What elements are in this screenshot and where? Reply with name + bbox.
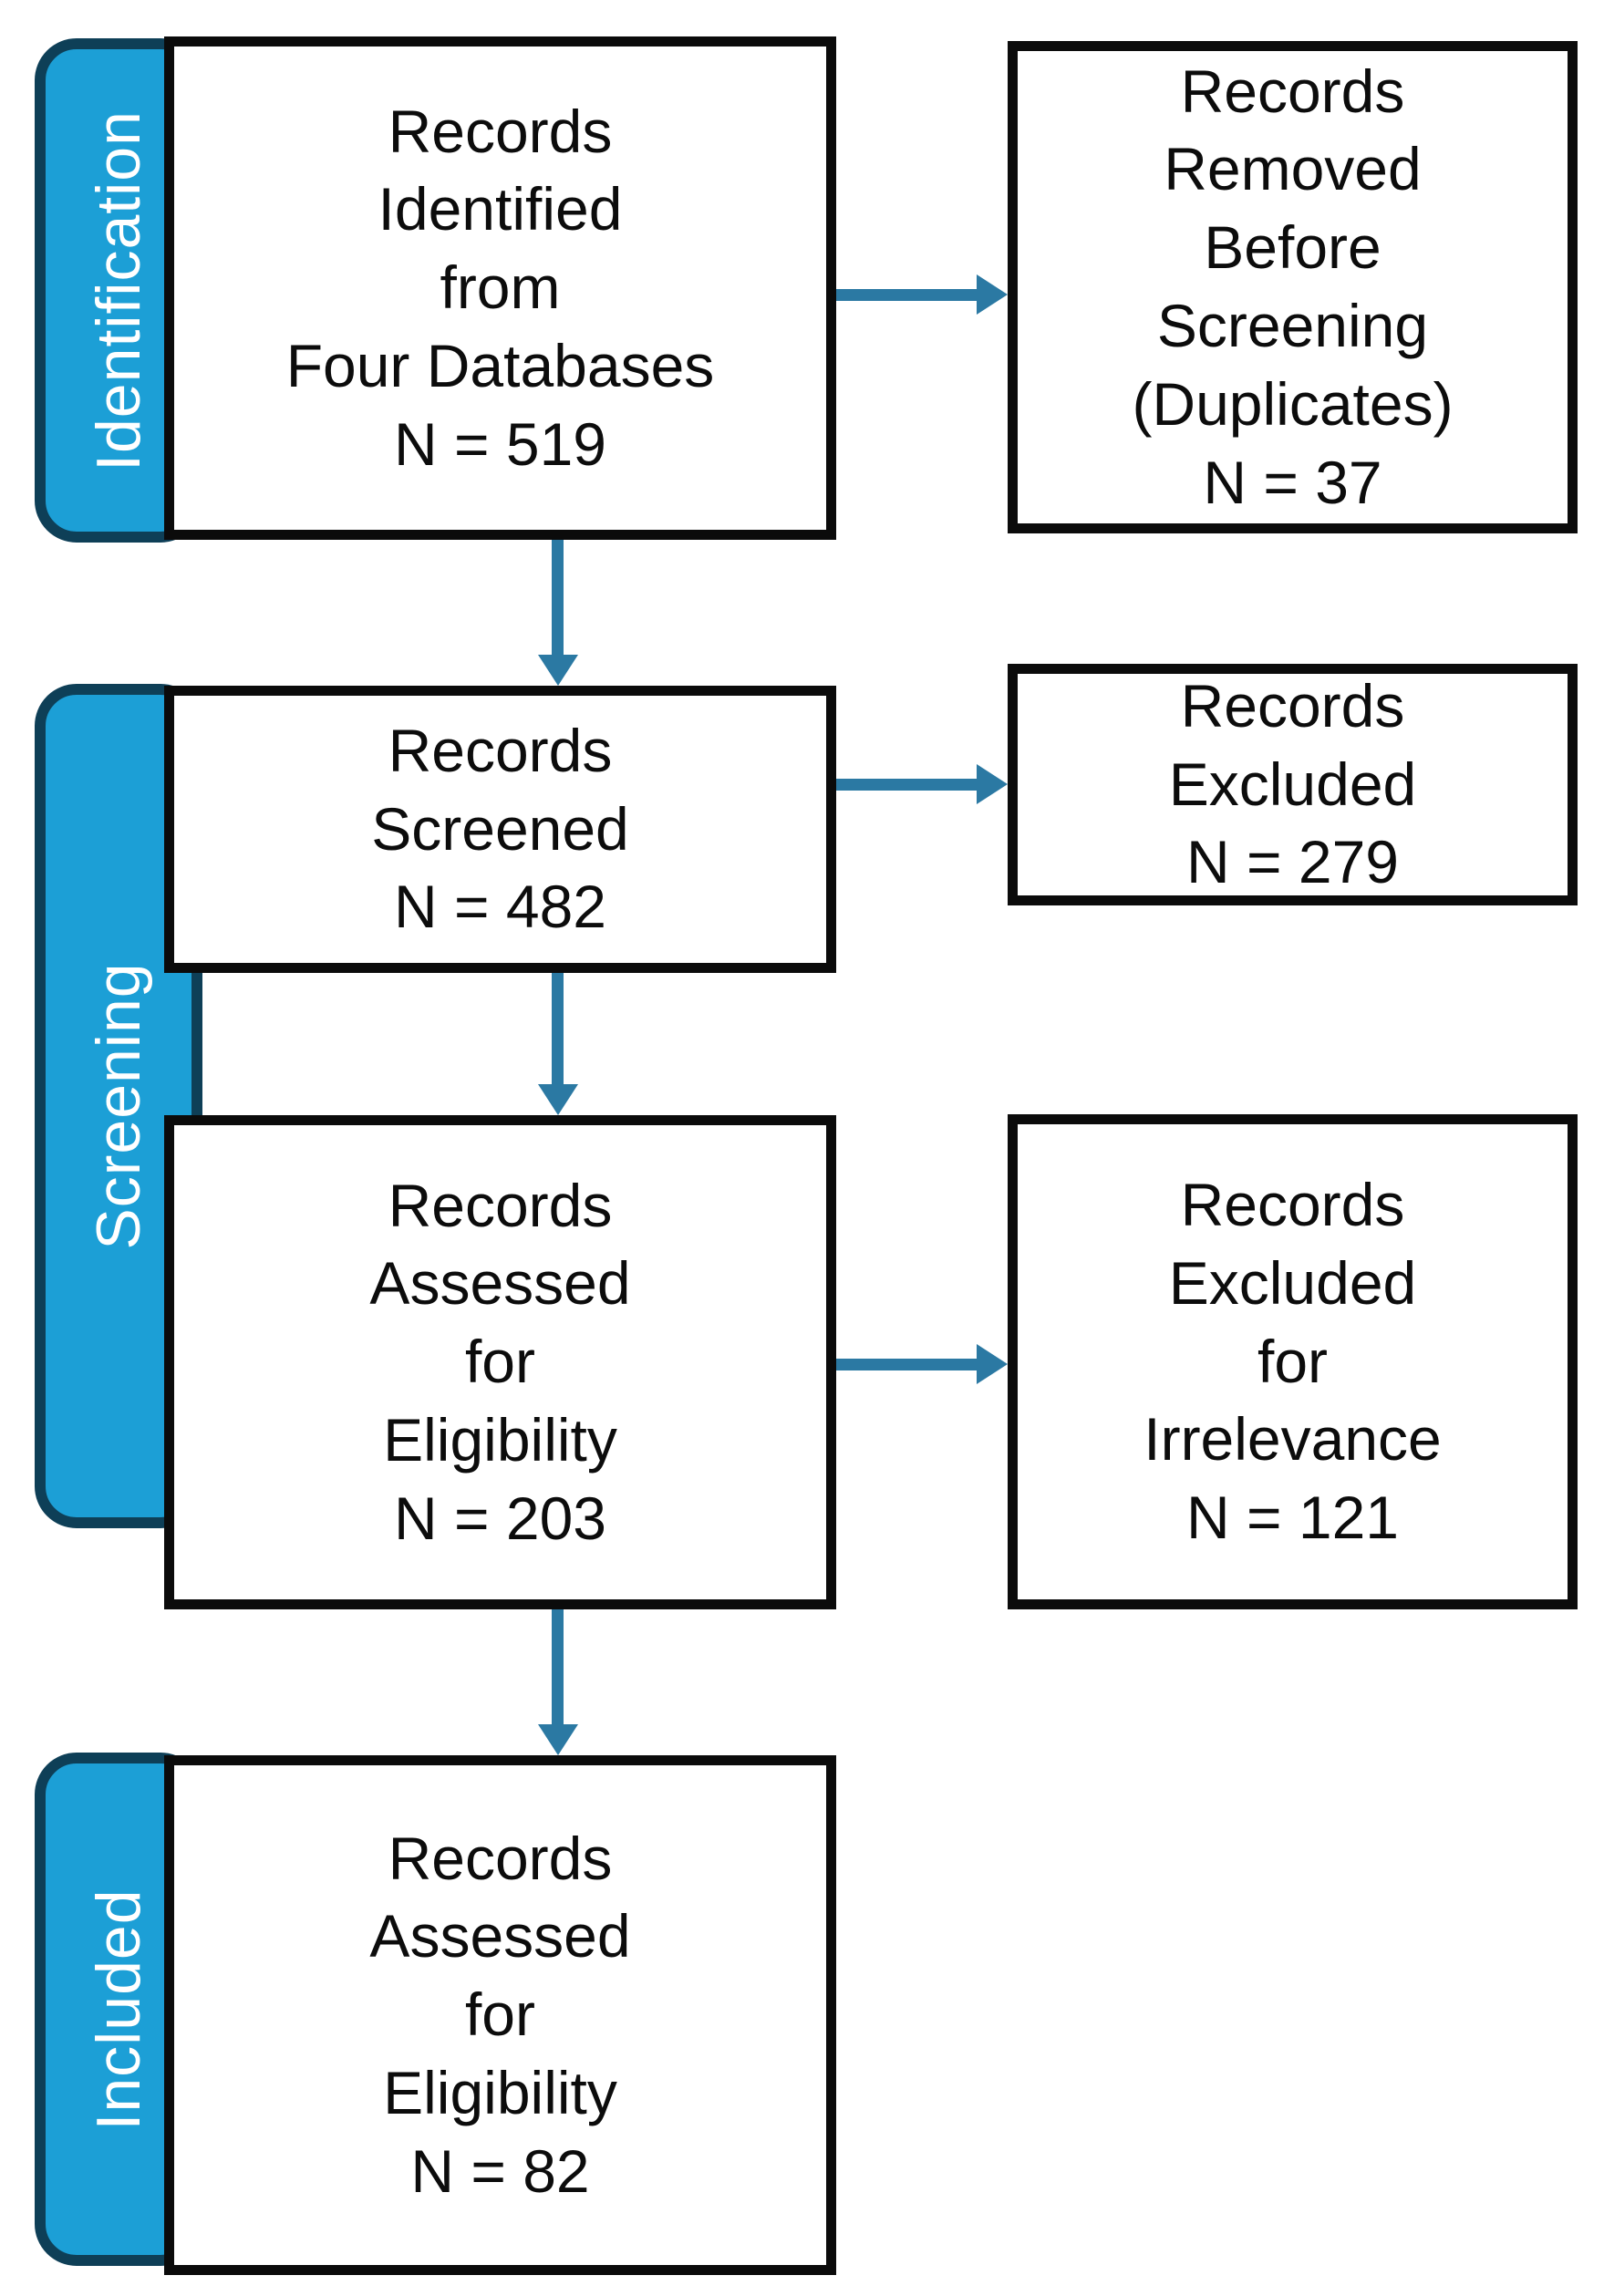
arrow-right-1-head: [977, 274, 1008, 315]
flow-box-included-assessed-text: Records Assessed for Eligibility N = 82: [369, 1824, 631, 2205]
flow-box-records-screened-text: Records Screened N = 482: [371, 716, 629, 941]
flow-box-records-excluded-irrelevance-text: Records Excluded for Irrelevance N = 121: [1143, 1171, 1442, 1552]
flow-box-records-identified-text: Records Identified from Four Databases N…: [285, 97, 715, 478]
stage-label-included: Included: [84, 1887, 153, 2131]
flow-box-records-screened: Records Screened N = 482: [164, 686, 836, 973]
stage-label-identification: Identification: [84, 109, 153, 471]
arrow-down-2-head: [538, 1084, 578, 1115]
arrow-down-1-shaft: [552, 540, 564, 655]
flow-box-records-removed-before-screening: Records Removed Before Screening (Duplic…: [1008, 41, 1578, 533]
flow-box-records-excluded-text: Records Excluded N = 279: [1168, 671, 1417, 896]
flow-box-included-assessed: Records Assessed for Eligibility N = 82: [164, 1755, 836, 2275]
arrow-down-3-head: [538, 1724, 578, 1755]
flow-box-records-removed-before-screening-text: Records Removed Before Screening (Duplic…: [1132, 57, 1454, 516]
flow-box-records-excluded: Records Excluded N = 279: [1008, 664, 1578, 905]
flow-box-records-assessed-eligibility: Records Assessed for Eligibility N = 203: [164, 1115, 836, 1609]
flow-box-records-identified: Records Identified from Four Databases N…: [164, 36, 836, 540]
arrow-right-2-shaft: [836, 779, 977, 791]
arrow-right-1-shaft: [836, 289, 977, 301]
arrow-right-3-head: [977, 1344, 1008, 1384]
arrow-right-3-shaft: [836, 1359, 977, 1370]
flow-box-records-assessed-eligibility-text: Records Assessed for Eligibility N = 203: [369, 1171, 631, 1552]
arrow-down-1-head: [538, 655, 578, 686]
arrow-down-3-shaft: [552, 1609, 564, 1724]
stage-label-screening: Screening: [84, 962, 153, 1250]
arrow-right-2-head: [977, 764, 1008, 804]
arrow-down-2-shaft: [552, 973, 564, 1084]
flow-box-records-excluded-irrelevance: Records Excluded for Irrelevance N = 121: [1008, 1114, 1578, 1609]
